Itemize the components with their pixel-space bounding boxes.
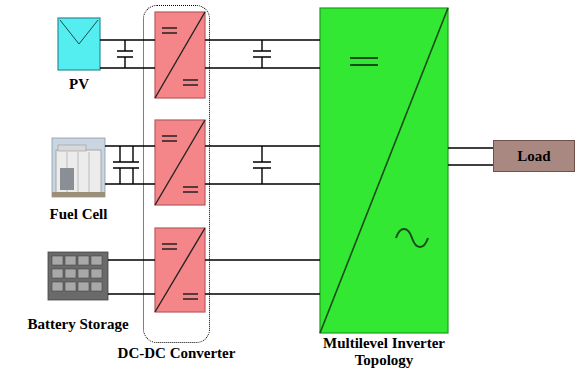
inverter-block: Multilevel Inverter Topology bbox=[320, 8, 448, 333]
sky bbox=[52, 138, 105, 197]
part-label: PV bbox=[69, 76, 89, 93]
pv-panel-icon bbox=[58, 18, 100, 70]
load-box: Load bbox=[493, 140, 575, 172]
capacitor-symbol bbox=[253, 40, 271, 68]
dc-link-capacitors bbox=[253, 40, 271, 184]
pv-source: PV bbox=[58, 18, 100, 70]
power-wire bbox=[108, 260, 143, 294]
ground bbox=[52, 192, 105, 197]
battery-cells bbox=[52, 256, 102, 291]
capacitor-symbol bbox=[117, 40, 133, 68]
capacitor-symbol bbox=[127, 146, 139, 184]
power-wire bbox=[210, 40, 320, 294]
part-label: DC-DC Converter bbox=[118, 345, 236, 362]
fuel-cell-roof bbox=[58, 145, 86, 151]
power-wire bbox=[105, 146, 143, 184]
panel-line bbox=[89, 152, 90, 194]
pv-panel bbox=[58, 18, 100, 70]
dc-symbol bbox=[350, 58, 378, 65]
part-label: Battery Storage bbox=[27, 316, 128, 333]
capacitor-symbol bbox=[113, 146, 127, 184]
power-wire bbox=[100, 40, 143, 68]
converter-symbol bbox=[155, 12, 205, 98]
box-label: Load bbox=[517, 148, 550, 165]
power-wire bbox=[448, 148, 493, 165]
inverter-symbol bbox=[320, 8, 448, 333]
converter-group: DC-DC Converter bbox=[143, 5, 210, 343]
fuel-cell-source: Fuel Cell bbox=[52, 138, 105, 197]
fuel-cell-picture bbox=[52, 138, 105, 197]
wire-stub bbox=[143, 40, 210, 294]
battery-picture bbox=[48, 252, 108, 300]
pv-mark bbox=[60, 20, 98, 44]
part-label: Fuel Cell bbox=[50, 206, 108, 223]
fuel-cell-door bbox=[60, 168, 74, 190]
ac-symbol bbox=[396, 229, 428, 247]
panel-line bbox=[78, 152, 79, 194]
fuel-cell-unit bbox=[56, 150, 101, 195]
inverter-block bbox=[320, 8, 448, 333]
converter-symbol bbox=[155, 120, 205, 205]
inverter-diagonal bbox=[320, 8, 448, 333]
dc-dc-converters bbox=[155, 12, 205, 312]
part-label: Multilevel Inverter Topology bbox=[309, 335, 459, 369]
battery-source: Battery Storage bbox=[48, 252, 108, 300]
battery-bank bbox=[48, 252, 108, 300]
input-capacitors bbox=[113, 40, 139, 184]
converter-symbol bbox=[155, 228, 205, 312]
capacitor-symbol bbox=[253, 146, 271, 184]
